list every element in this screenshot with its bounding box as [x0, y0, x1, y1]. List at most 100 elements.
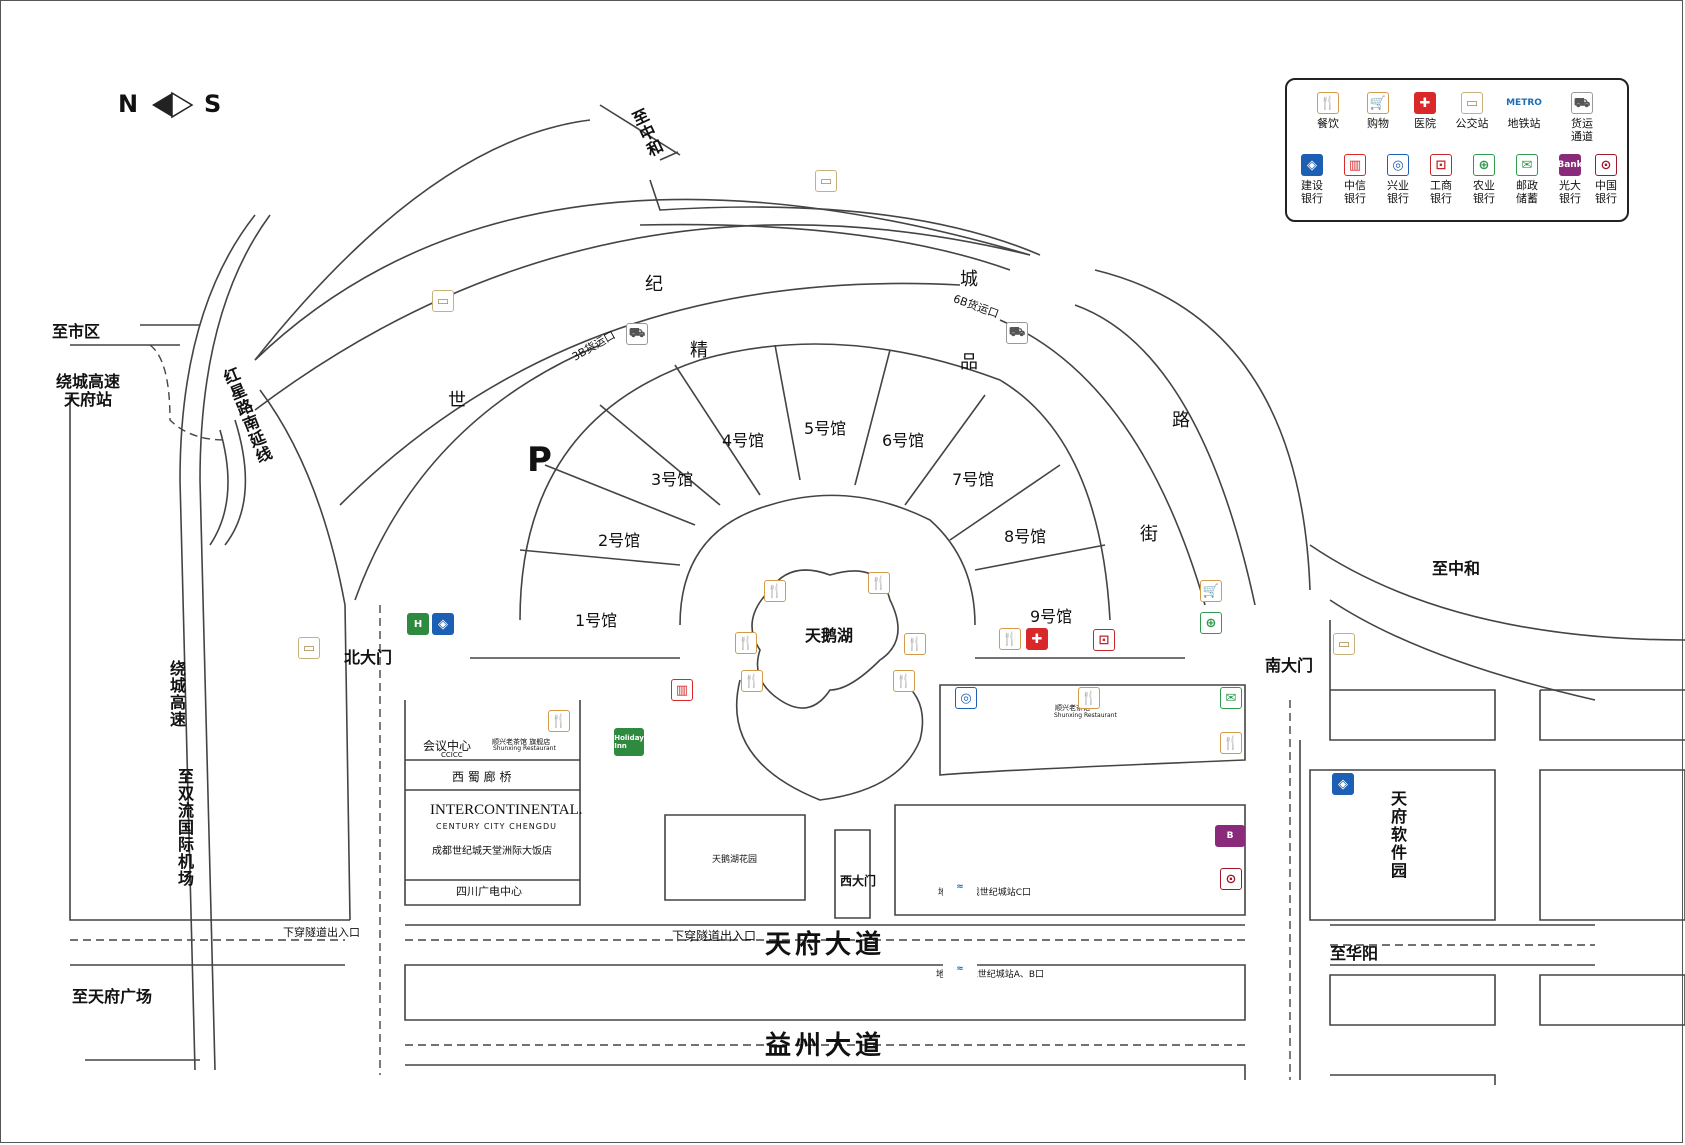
- ccb-icon: ◈: [432, 613, 454, 635]
- hall-3: 3号馆: [651, 470, 694, 489]
- holiday-inn-icon: H: [407, 613, 429, 635]
- food-icon: 🍴: [735, 632, 757, 654]
- hall-9: 9号馆: [1030, 607, 1073, 626]
- bus-stop-icon: ▭: [1333, 633, 1355, 655]
- shunxing-en: Shunxing Restaurant: [493, 745, 556, 752]
- metro-ab-exit: 地铁1号线世纪城站A、B口: [935, 970, 1045, 980]
- hall-4: 4号馆: [722, 431, 765, 450]
- cib-icon: ◎: [1387, 154, 1409, 176]
- boc-icon: ⊙: [1220, 868, 1242, 890]
- metro-c-exit: 地铁1号线世纪城站C口: [938, 888, 1032, 898]
- road-zhishiqu: 至市区: [52, 322, 101, 341]
- ceb-icon: Bank: [1557, 154, 1583, 176]
- bus-stop-icon: ▭: [432, 290, 454, 312]
- legend-abc: ⊕ 农业银行: [1461, 154, 1507, 205]
- hall-outer-arc: [519, 343, 1111, 621]
- food-icon: 🍴: [1220, 732, 1242, 754]
- lake-outline: [751, 569, 899, 709]
- truck-icon: ⛟: [1571, 92, 1593, 114]
- metro-icon: METRO: [1506, 92, 1542, 114]
- shunxing2-label: 顺兴老茶馆: [1055, 704, 1090, 712]
- ccb-icon: ◈: [1301, 154, 1323, 176]
- postal-icon: ✉: [1220, 687, 1242, 709]
- citic-icon: ▥: [671, 679, 693, 701]
- legend-icbc: ⊡ 工商银行: [1418, 154, 1464, 205]
- bus-stop-icon: ▭: [298, 637, 320, 659]
- intercontinental-brand: INTERCONTINENTAL.: [430, 802, 583, 818]
- parking-icon: P: [527, 440, 552, 480]
- postal-icon: ✉: [1516, 154, 1538, 176]
- legend-bus: ▭ 公交站: [1449, 92, 1495, 130]
- road-char-jing: 精: [690, 340, 708, 361]
- legend-postal: ✉ 邮政储蓄: [1504, 154, 1550, 205]
- legend-citic: ▥ 中信银行: [1332, 154, 1378, 205]
- food-icon: 🍴: [1078, 687, 1100, 709]
- road-char-cheng: 城: [960, 269, 978, 290]
- ccb-icon: ◈: [1332, 773, 1354, 795]
- map-legend: 🍴 餐饮 🛒 购物 ✚ 医院 ▭ 公交站 METRO 地铁站 ⛟ 货运通道 ◈ …: [1285, 78, 1629, 222]
- hall-1: 1号馆: [575, 611, 618, 630]
- xishu-bridge: 西 蜀 廊 桥: [452, 770, 512, 784]
- hall-2: 2号馆: [598, 531, 641, 550]
- food-icon: 🍴: [548, 710, 570, 732]
- ccicc-label: 会议中心: [423, 739, 472, 753]
- legend-metro: METRO 地铁站: [1501, 92, 1547, 130]
- hall-6: 6号馆: [882, 431, 925, 450]
- hall-5: 5号馆: [804, 419, 847, 438]
- compass-north: N: [118, 90, 139, 118]
- food-icon: 🍴: [893, 670, 915, 692]
- metro-icon: ≈: [943, 958, 977, 980]
- legend-truck: ⛟ 货运通道: [1559, 92, 1605, 143]
- road-tianfu-avenue: 天府大道: [765, 930, 886, 960]
- lake-label: 天鹅湖: [805, 626, 854, 645]
- legend-ccb: ◈ 建设银行: [1289, 154, 1335, 205]
- icbc-icon: ⊡: [1430, 154, 1452, 176]
- legend-cib: ◎ 兴业银行: [1375, 154, 1421, 205]
- hospital-icon: ✚: [1026, 628, 1048, 650]
- shunxing2-en: Shunxing Restaurant: [1054, 712, 1117, 719]
- outer-ring-road-2: [254, 224, 1031, 411]
- road-zhishuangliu: 至双流国际机场: [175, 768, 194, 887]
- road-char-shi: 世: [448, 390, 466, 411]
- abc-icon: ⊕: [1200, 612, 1222, 634]
- hospital-icon: ✚: [1414, 92, 1436, 114]
- food-icon: 🍴: [764, 580, 786, 602]
- legend-shopping: 🛒 购物: [1355, 92, 1401, 130]
- road-char-ji: 纪: [645, 274, 663, 295]
- bus-stop-icon: ▭: [1461, 92, 1483, 114]
- outer-ring-road: [254, 198, 1031, 361]
- hall-7: 7号馆: [952, 470, 995, 489]
- software-park-label: 天府软件园: [1388, 790, 1407, 880]
- legend-boc: ⊙ 中国银行: [1583, 154, 1629, 205]
- road-yizhou-avenue: 益州大道: [765, 1031, 886, 1061]
- food-icon: 🍴: [999, 628, 1021, 650]
- abc-icon: ⊕: [1473, 154, 1495, 176]
- food-icon: 🍴: [1317, 92, 1339, 114]
- cib-icon: ◎: [955, 687, 977, 709]
- citic-icon: ▥: [1344, 154, 1366, 176]
- food-icon: 🍴: [868, 572, 890, 594]
- ceb-icon: B: [1215, 825, 1245, 847]
- road-zhizhonghe-right: 至中和: [1432, 559, 1481, 578]
- intercontinental-sub: CENTURY CITY CHENGDU: [436, 822, 557, 831]
- road-zhitianfu: 至天府广场: [72, 987, 153, 1006]
- compass-arrow-icon: [152, 91, 194, 119]
- shopping-icon: 🛒: [1367, 92, 1389, 114]
- food-icon: 🍴: [904, 633, 926, 655]
- road-char-lu: 路: [1172, 410, 1190, 431]
- compass-south: S: [204, 90, 222, 118]
- road-zhihuayang: 至华阳: [1330, 944, 1379, 963]
- road-raocheng-tianfu: 绕城高速天府站: [55, 372, 120, 409]
- food-icon: 🍴: [741, 670, 763, 692]
- gate-west: 西大门: [840, 874, 877, 888]
- sichuan-tv-center: 四川广电中心: [456, 885, 522, 898]
- shopping-icon: 🛒: [1200, 580, 1222, 602]
- bus-stop-icon: ▭: [815, 170, 837, 192]
- tunnel-left: 下穿隧道出入口: [283, 926, 360, 939]
- shunxing-label: 顺兴老茶馆 旗舰店: [492, 738, 551, 746]
- road-char-pin: 品: [960, 352, 978, 373]
- road-raocheng: 绕城高速: [167, 660, 186, 728]
- legend-ceb: Bank 光大银行: [1547, 154, 1593, 205]
